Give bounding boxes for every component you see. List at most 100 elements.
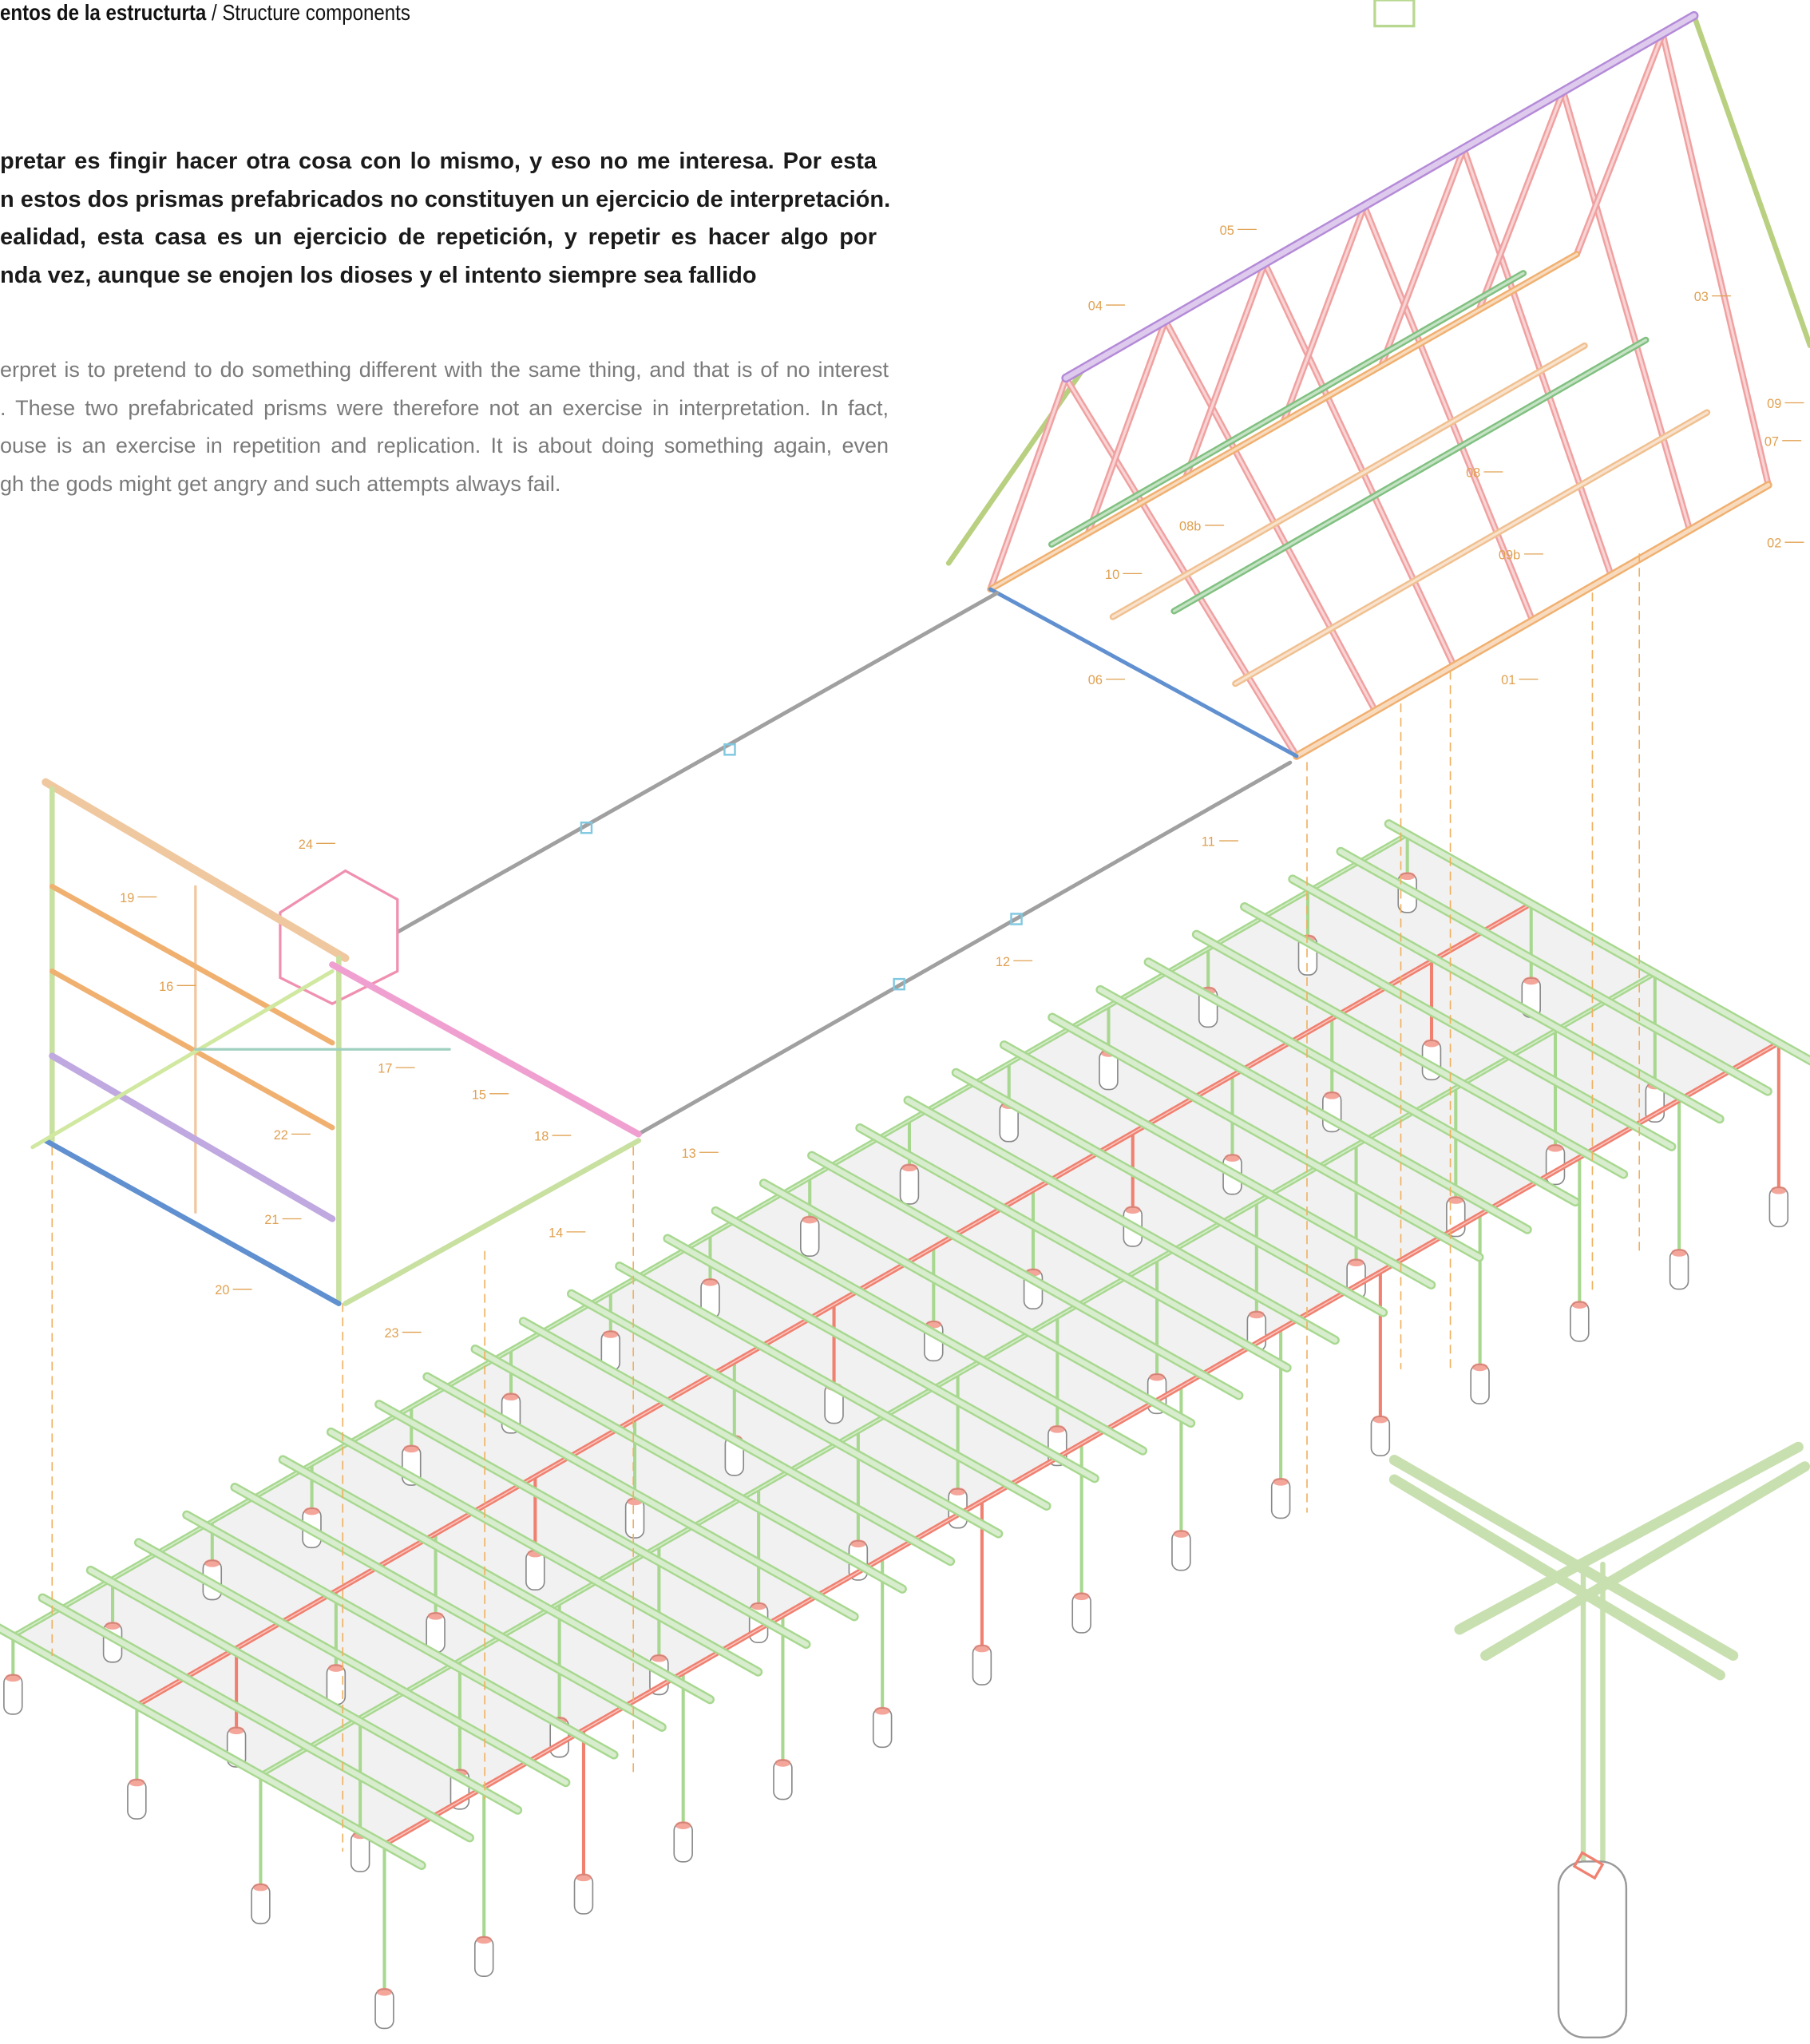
connecting-rail	[636, 760, 1293, 1136]
detail-beam	[1480, 1461, 1810, 1661]
purlin-core	[1234, 410, 1709, 685]
frame-brace	[30, 969, 335, 1150]
floor-joist-core	[521, 1318, 953, 1564]
component-label: 18	[534, 1130, 549, 1144]
text-line: gh the gods might get angry and such att…	[0, 471, 561, 496]
eave-beam-back-core	[988, 252, 1578, 591]
deck-beam-core	[12, 834, 1408, 1637]
pile-cap	[476, 1935, 493, 1944]
floor-joist-core	[616, 1263, 1050, 1509]
pile-cap	[651, 1654, 667, 1662]
pile-cap	[751, 1602, 766, 1610]
component-label: 13	[682, 1147, 696, 1161]
rafter-core	[1477, 89, 1565, 311]
floor-joist-core	[1001, 1042, 1434, 1288]
pile-cap	[1149, 1373, 1165, 1381]
detail-pile	[1557, 1860, 1628, 2039]
purlin-core	[1050, 271, 1525, 546]
floor-joist-core	[280, 1456, 713, 1702]
pile-cap	[774, 1758, 791, 1767]
pile-cap	[974, 1644, 990, 1653]
gable-base-beam	[988, 587, 1299, 759]
pile-cap	[1771, 1186, 1787, 1194]
text-line: ealidad, esta casa es un ejercicio de re…	[0, 224, 877, 250]
floor-joist-core	[0, 1626, 425, 1868]
floor-joist-core	[1146, 959, 1578, 1205]
pile-cap	[1173, 1530, 1190, 1538]
pile-cap	[1348, 1258, 1364, 1267]
rail-clip	[580, 821, 593, 834]
detail-beam	[1454, 1441, 1804, 1635]
pile-cap	[1372, 1415, 1388, 1424]
pile-cap	[1448, 1195, 1464, 1204]
ridge-beam-core	[1063, 13, 1697, 381]
eave-beam-core	[1294, 482, 1771, 759]
pile-cap	[252, 1883, 269, 1891]
component-label: 09	[1767, 397, 1781, 411]
rafter-core	[1263, 262, 1456, 667]
floor-joist-core	[184, 1512, 617, 1758]
pile-cap	[503, 1392, 519, 1401]
component-label: 21	[264, 1213, 279, 1227]
pile-cap	[576, 1873, 592, 1882]
component-label: 06	[1088, 673, 1103, 687]
connecting-rail	[395, 591, 1000, 934]
rail-clip	[893, 977, 905, 991]
pile-cap	[1273, 1477, 1289, 1486]
pile-cap	[1124, 1206, 1141, 1214]
text-line: nda vez, aunque se enojen los dioses y e…	[0, 262, 757, 288]
component-label: 22	[274, 1128, 288, 1143]
floor-joist-core	[136, 1539, 568, 1785]
frame-rail	[50, 969, 335, 1131]
floor-joist-core	[761, 1180, 1194, 1426]
component-label: 10	[1105, 568, 1119, 582]
floor-joist-core	[1049, 1014, 1483, 1260]
floor-joist-core	[40, 1595, 473, 1840]
frame-rail-purple	[49, 1052, 336, 1222]
pile-cap	[850, 1539, 866, 1548]
floor-joist-core	[472, 1346, 905, 1592]
purlin-core	[1172, 339, 1647, 613]
english-paragraph: erpret is to pretend to do something dif…	[0, 354, 889, 505]
detail-pile-cap	[1572, 1851, 1605, 1880]
pile-cap	[702, 1278, 719, 1286]
rafter-core	[1363, 204, 1534, 622]
pile-cap	[5, 1674, 22, 1682]
rafter-core	[1281, 204, 1366, 423]
detail-fragment	[1373, 0, 1416, 28]
component-label: 23	[384, 1326, 398, 1341]
floor-joist-core	[88, 1567, 521, 1813]
pile-cap	[105, 1622, 121, 1630]
component-label: 20	[215, 1283, 229, 1297]
rafter-core	[1562, 89, 1691, 532]
page-header: entos de la estructurta / Structure comp…	[0, 0, 410, 26]
rafter-core	[1575, 32, 1665, 256]
header-title-es: entos de la estructurta	[0, 0, 207, 25]
floor-joist-core	[1289, 876, 1723, 1122]
floor-joist-core	[376, 1401, 810, 1647]
pile-cap	[1324, 1091, 1341, 1099]
text-line: . These two prefabricated prisms were th…	[0, 395, 889, 420]
pile-cap	[204, 1559, 220, 1567]
pile-cap	[1671, 1248, 1687, 1257]
pile-cap	[376, 1987, 393, 1996]
floor-joist-core	[1097, 987, 1531, 1233]
floor-joist-core	[568, 1291, 1001, 1537]
pile-cap	[602, 1330, 619, 1338]
component-label: 16	[159, 980, 173, 994]
floor-joist-core	[1194, 932, 1626, 1178]
text-line: erpret is to pretend to do something dif…	[0, 358, 889, 382]
component-label: 09b	[1499, 548, 1520, 562]
pile-cap	[802, 1215, 818, 1224]
component-label: 01	[1501, 673, 1515, 687]
floor-joist-core	[664, 1235, 1098, 1481]
floor-joist-core	[232, 1484, 665, 1730]
frame-connector	[329, 961, 642, 1138]
component-label: 08b	[1179, 519, 1201, 533]
frame-sill	[42, 1138, 342, 1306]
rafter-core	[1064, 376, 1298, 758]
floor-joist-core	[328, 1429, 761, 1675]
frame-bottom-connector	[343, 1138, 641, 1306]
rafter-core	[1462, 147, 1613, 577]
